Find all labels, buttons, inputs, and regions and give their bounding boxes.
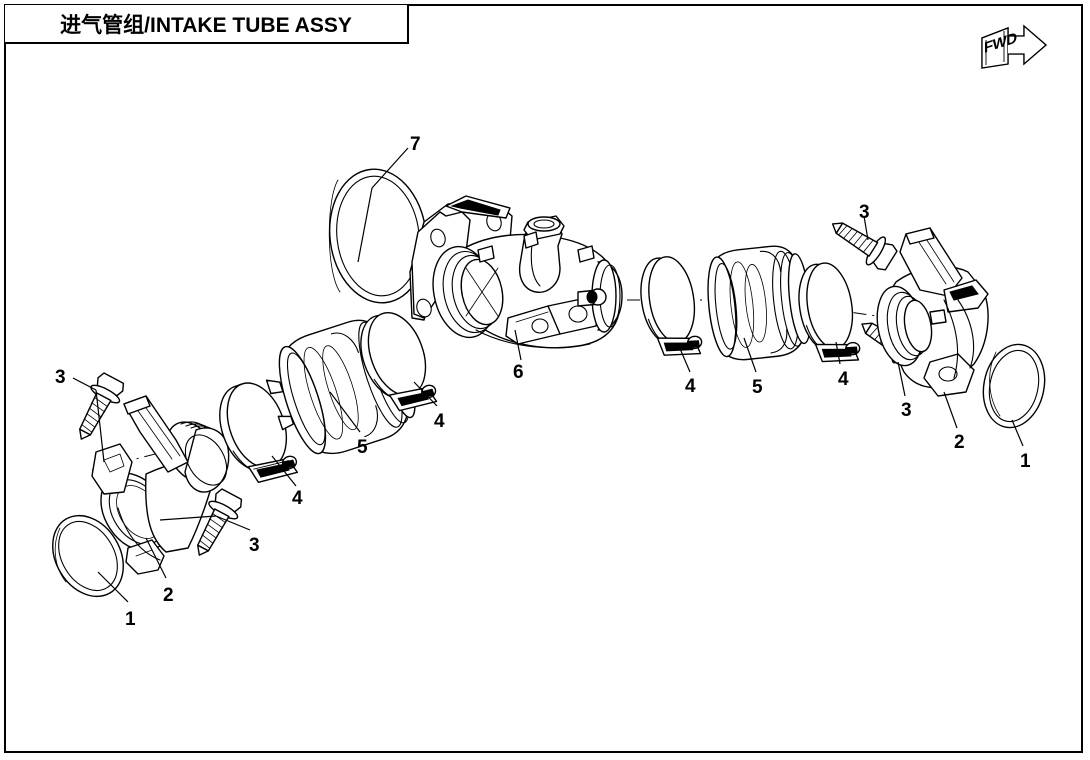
callout-3-bolt-lower-right: 3 [901,400,912,421]
callout-6-throttle-body: 6 [513,362,524,383]
callout-4-clamp-right: 4 [838,369,849,390]
callout-2-intake-tube-left: 2 [163,585,174,606]
callout-7-o-ring: 7 [410,134,421,155]
callout-4-clamp-left-lower: 4 [292,488,303,509]
callout-3-bolt-lower-left: 3 [249,535,260,556]
callout-4-clamp-center: 4 [685,376,696,397]
drawing-frame-border [4,4,1083,753]
callout-3-bolt-upper-left: 3 [55,367,66,388]
page-title: 进气管组/INTAKE TUBE ASSY [60,13,352,37]
callout-3-bolt-upper-right: 3 [859,202,870,223]
callout-1-gasket-left: 1 [125,609,136,630]
callout-2-intake-tube-right: 2 [954,432,965,453]
callout-4-clamp-left-upper: 4 [434,411,445,432]
callout-1-gasket-right: 1 [1020,451,1031,472]
callout-5-rubber-tube-right: 5 [752,377,763,398]
callout-5-rubber-tube-left: 5 [357,437,368,458]
title-block: 进气管组/INTAKE TUBE ASSY [5,5,409,44]
fwd-orientation-badge: FWD [981,24,1047,69]
